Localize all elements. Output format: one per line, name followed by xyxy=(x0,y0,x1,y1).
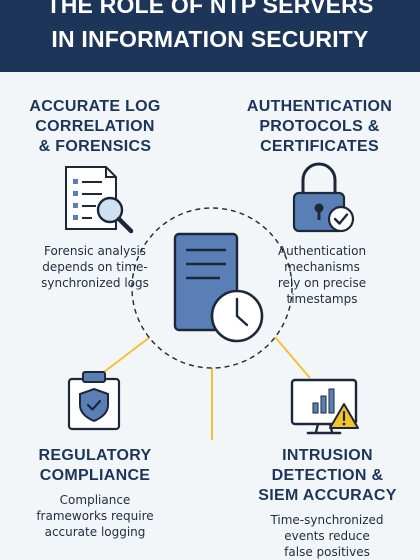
title-line-1: THE ROLE OF NTP SERVERS xyxy=(46,0,374,18)
log-correlation-heading: ACCURATE LOG CORRELATION & FORENSICS xyxy=(29,98,161,155)
header-banner: THE ROLE OF NTP SERVERS IN INFORMATION S… xyxy=(0,0,420,72)
ntp-server-clock-icon xyxy=(173,232,264,343)
authentication-description: Authentication mechanisms rely on precis… xyxy=(277,244,367,306)
compliance-description: Compliance frameworks require accurate l… xyxy=(36,493,154,539)
log-correlation-description: Forensic analysis depends on time- synch… xyxy=(41,244,149,290)
connector-to-compliance xyxy=(95,336,151,379)
connector-lines xyxy=(95,336,311,440)
monitor-warning-icon xyxy=(290,378,359,435)
clipboard-shield-icon xyxy=(67,371,121,431)
title-line-2: IN INFORMATION SECURITY xyxy=(51,26,369,52)
intrusion-heading: INTRUSION DETECTION & SIEM ACCURACY xyxy=(258,447,397,504)
intrusion-description: Time-synchronized events reduce false po… xyxy=(270,513,384,559)
authentication-heading: AUTHENTICATION PROTOCOLS & CERTIFICATES xyxy=(246,98,393,155)
padlock-check-icon xyxy=(292,162,355,233)
center-dashed-circle xyxy=(131,207,293,369)
compliance-heading: REGULATORY COMPLIANCE xyxy=(38,447,152,484)
document-magnifier-icon xyxy=(65,166,134,234)
connector-to-intrusion xyxy=(274,336,311,379)
